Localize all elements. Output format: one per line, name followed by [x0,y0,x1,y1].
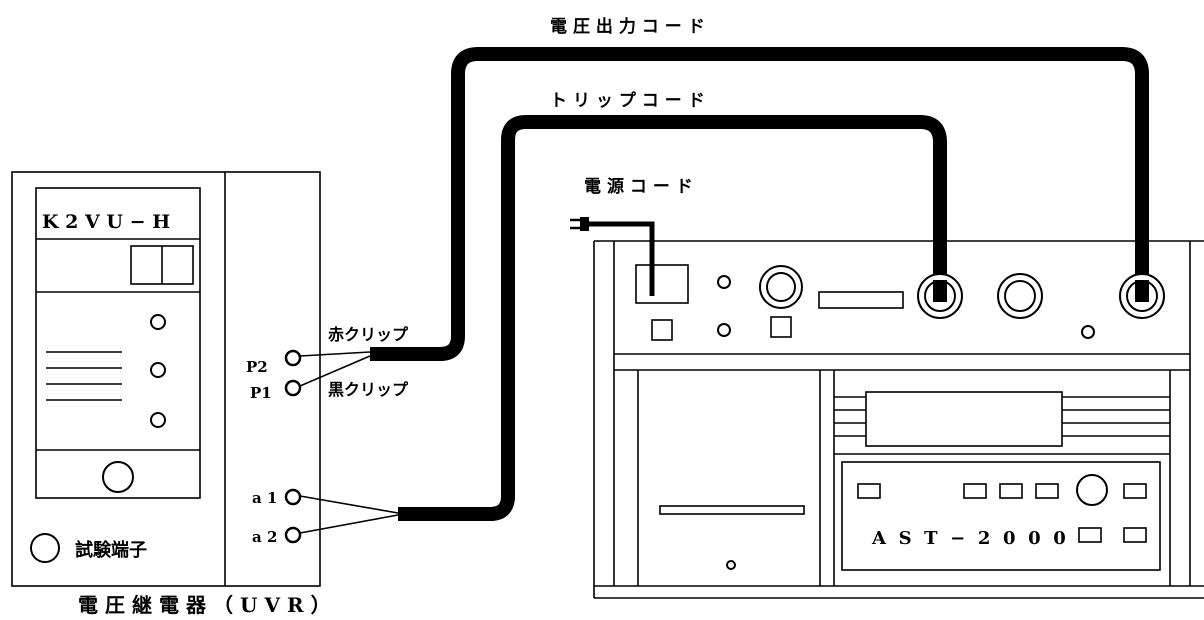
terminal-a2[interactable] [284,526,302,544]
terminal-p2[interactable] [284,349,302,367]
panel-button-1[interactable] [963,483,987,499]
terminal-p1-label: P1 [250,384,272,402]
tester-model-label: AST−2000 [871,528,1078,549]
power-cord: 電源コード [570,176,699,296]
control-knob-inner[interactable] [766,272,796,302]
terminal-a2-label: a2 [252,528,283,546]
upper-lamp-1 [717,275,731,289]
relay-knob-2[interactable] [150,362,166,378]
panel-button-2[interactable] [999,483,1023,499]
relay-outer-case [11,171,321,587]
test-terminal-label: 試験端子 [75,539,147,561]
power-cord-label: 電源コード [584,176,699,197]
power-switch[interactable] [651,319,673,341]
vent-grille [834,396,1170,437]
terminal-p2-label: P2 [246,358,268,376]
p1-lead [299,355,371,387]
lower-screw [726,560,736,570]
power-cord-line [586,221,655,296]
control-panel [841,461,1161,571]
panel-button-right[interactable] [1123,483,1147,499]
clip-leads: 赤クリップ 黒クリップ [299,325,409,534]
p2-lead [299,351,371,357]
test-terminal-icon[interactable] [30,533,60,563]
upper-lamp-3 [1081,325,1095,339]
terminal-p1[interactable] [284,379,302,397]
panel-dial[interactable] [1076,474,1108,506]
a1-lead [299,495,399,514]
paper-slot [659,505,805,515]
lcd-display [865,391,1063,447]
black-clip-label: 黒クリップ [328,380,409,399]
terminal-a1[interactable] [284,488,302,506]
panel-button-3[interactable] [1035,483,1059,499]
relay-knob-1[interactable] [150,314,166,330]
trip-cord[interactable] [398,115,947,521]
relay-reset-button[interactable] [102,461,134,493]
power-inlet [635,264,689,304]
relay-unit [35,187,201,499]
plug-icon [580,217,589,231]
upper-button[interactable] [770,316,792,338]
panel-button-4[interactable] [1078,527,1102,543]
panel-button-left[interactable] [857,483,881,499]
relay-caption: 電圧継電器（UVR） [78,593,338,617]
upper-lamp-2 [717,323,731,337]
red-clip-label: 赤クリップ [328,325,409,344]
trip-cord-label: トリップコード [550,90,711,111]
voltage-output-cord-label: 電圧出力コード [550,16,711,37]
panel-button-5[interactable] [1123,527,1147,543]
voltage-relay: K2VU−H 試験端子 P2 P1 a1 a2 電圧継電器（UVR） [11,171,338,617]
display-slot [818,291,904,309]
relay-knob-3[interactable] [150,412,166,428]
a2-lead [299,514,399,534]
voltage-output-cord[interactable] [370,47,1149,361]
tester-ast-2000: AST−2000 [593,240,1204,599]
relay-model-label: K2VU−H [42,211,177,233]
terminal-a1-label: a1 [252,489,283,507]
